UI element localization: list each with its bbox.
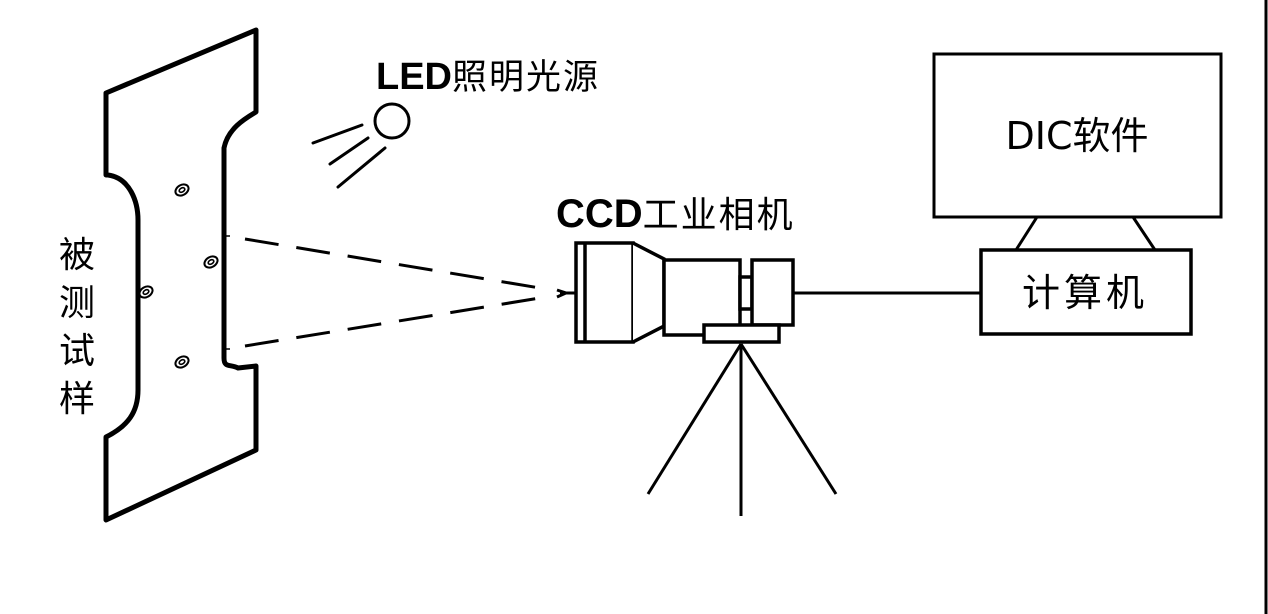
led-light-icon	[311, 102, 411, 189]
specimen-label-char: 测	[58, 283, 95, 324]
marker-dot	[174, 355, 190, 369]
marker-dot	[174, 183, 190, 197]
specimen-label-char: 试	[58, 331, 95, 372]
computer-label: 计算机	[1021, 271, 1148, 315]
fov-line-top	[244, 237, 541, 290]
monitor-stand-right	[1131, 216, 1157, 251]
lens-arrow-icon	[556, 288, 576, 299]
computer-box	[979, 248, 1193, 336]
ccd-label-latin: CCD	[556, 192, 643, 236]
monitor-stand-left	[1014, 216, 1039, 251]
camera-back	[750, 258, 795, 327]
specimen-label: 被 测 试 样	[57, 232, 97, 424]
camera-mount	[702, 323, 781, 344]
tripod-icon	[646, 343, 838, 516]
specimen-label-char: 样	[58, 379, 95, 420]
camera-lens-taper	[632, 241, 666, 344]
led-light-label: LED照明光源	[376, 58, 600, 96]
camera-connector	[738, 275, 754, 311]
specimen-label-char: 被	[58, 235, 95, 276]
fov-line-bottom	[244, 296, 541, 348]
camera-body	[662, 258, 742, 337]
specimen-outline	[103, 27, 259, 523]
ccd-camera-label: CCD工业相机	[556, 194, 795, 234]
dic-software-label: DIC软件	[1005, 114, 1149, 158]
marker-dot	[203, 255, 219, 269]
ccd-label-cn: 工业相机	[642, 195, 795, 236]
marker-dot	[138, 285, 154, 299]
led-label-latin: LED	[376, 56, 452, 98]
speckle-markers	[138, 183, 219, 369]
led-label-cn: 照明光源	[452, 58, 601, 98]
ccd-camera-icon	[574, 241, 795, 344]
monitor-screen	[932, 52, 1223, 219]
